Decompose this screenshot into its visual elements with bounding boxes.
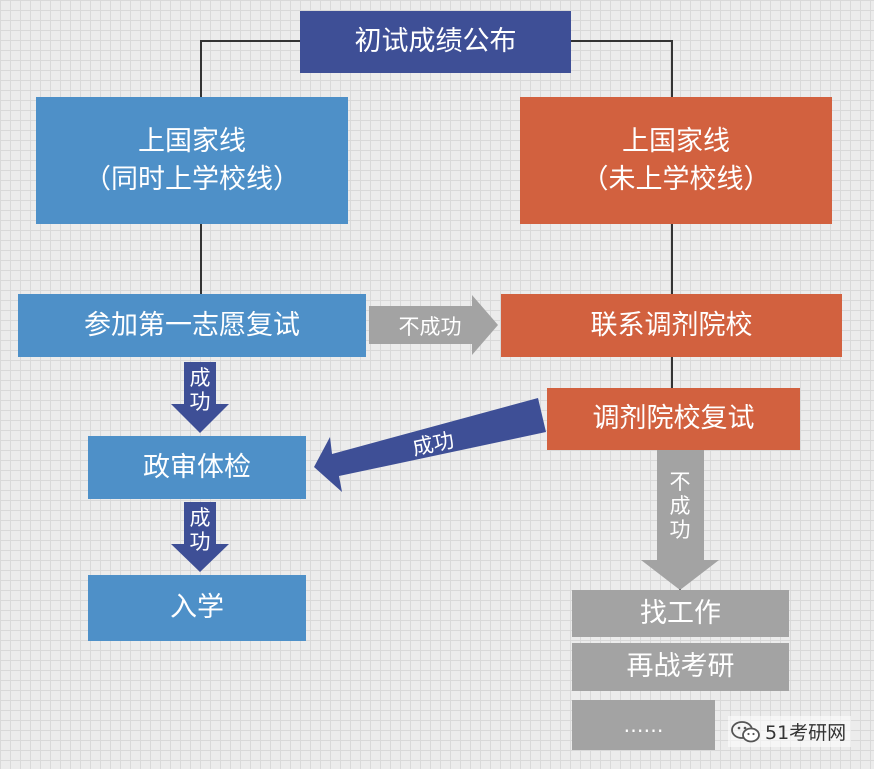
node-option-job: 找工作 xyxy=(572,590,789,637)
node-option-job-label: 找工作 xyxy=(640,597,721,629)
node-left-line2: （同时上学校线） xyxy=(84,163,300,195)
arrow-fail-vertical-char-1: 不 xyxy=(669,470,691,494)
node-adjust-retest: 调剂院校复试 xyxy=(547,388,800,450)
wechat-icon xyxy=(731,720,760,742)
arrow-success-1 xyxy=(171,362,229,433)
watermark-text: 51考研网 xyxy=(765,722,847,744)
line-top-right xyxy=(571,40,673,97)
line-top-left xyxy=(200,40,300,97)
arrow-fail-vertical-char-2: 成 xyxy=(669,494,691,519)
arrow-fail-vertical xyxy=(641,450,719,590)
node-option-more: …… xyxy=(572,700,715,750)
node-option-retry: 再战考研 xyxy=(572,643,789,691)
arrow-success-1-label: 成 功 xyxy=(187,366,213,414)
arrow-success-diagonal xyxy=(314,398,546,492)
node-first-choice-retest: 参加第一志愿复试 xyxy=(18,294,366,357)
node-adjust-retest-label: 调剂院校复试 xyxy=(592,403,755,435)
arrow-success-1-char-1: 成 xyxy=(189,366,211,390)
arrow-fail-vertical-char-3: 功 xyxy=(669,518,691,543)
node-enroll-label: 入学 xyxy=(170,592,224,624)
node-left-line1: 上国家线 xyxy=(138,125,246,157)
node-contact-adjust-school-label: 联系调剂院校 xyxy=(590,309,753,341)
watermark: 51考研网 xyxy=(728,716,852,747)
arrow-success-2-char-2: 功 xyxy=(189,530,211,555)
node-politics-check: 政审体检 xyxy=(88,436,306,499)
node-option-retry-label: 再战考研 xyxy=(626,651,735,683)
arrow-success-1-char-2: 功 xyxy=(189,390,211,415)
arrow-success-2-label: 成 功 xyxy=(187,506,213,554)
node-right-line1: 上国家线 xyxy=(622,125,730,157)
node-contact-adjust-school: 联系调剂院校 xyxy=(501,294,842,357)
node-politics-check-label: 政审体检 xyxy=(143,451,251,483)
node-initial-results: 初试成绩公布 xyxy=(300,11,571,73)
arrow-fail-horizontal-label: 不成功 xyxy=(398,315,462,339)
node-right-line2: （未上学校线） xyxy=(581,163,771,195)
node-enroll: 入学 xyxy=(88,575,306,641)
node-option-more-label: …… xyxy=(623,713,664,737)
node-initial-results-label: 初试成绩公布 xyxy=(354,26,517,58)
node-left-qualified: 上国家线 （同时上学校线） xyxy=(36,97,348,224)
arrow-success-2 xyxy=(171,502,229,572)
arrow-fail-vertical-label: 不 成 功 xyxy=(667,470,693,542)
node-right-qualified: 上国家线 （未上学校线） xyxy=(520,97,832,224)
node-first-choice-retest-label: 参加第一志愿复试 xyxy=(84,309,300,341)
arrow-fail-horizontal xyxy=(369,295,498,355)
arrow-success-2-char-1: 成 xyxy=(189,506,211,530)
